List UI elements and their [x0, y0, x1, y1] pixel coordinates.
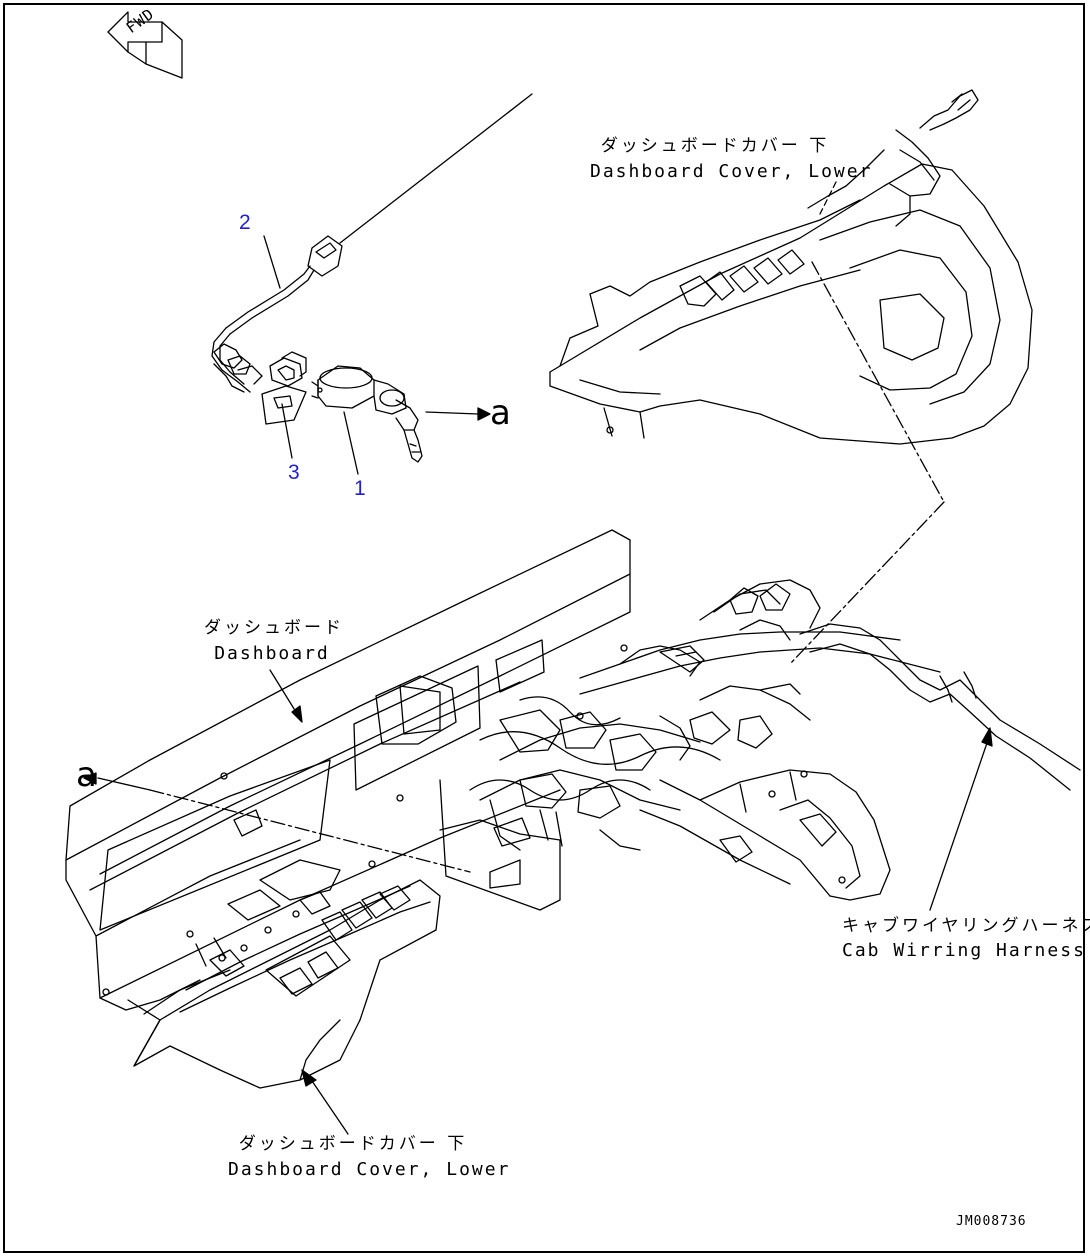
dashboard-label-en: Dashboard: [214, 643, 330, 664]
ref-mark-upper: a: [490, 393, 511, 433]
dashboard-assembly: [65, 529, 1081, 1089]
part-callout-3[interactable]: 3: [288, 461, 300, 484]
harness-label-jp: キャブワイヤリングハーネス: [842, 916, 1090, 936]
ref-arrow-lower: [83, 772, 471, 873]
ref-mark-lower: a: [76, 755, 97, 795]
drawing-frame: [3, 3, 1085, 1253]
harness-leader: [929, 727, 993, 911]
starting-switch-part: [311, 365, 423, 463]
ref-arrow-upper: [425, 407, 491, 421]
part-callout-2[interactable]: 2: [239, 211, 251, 234]
dashboard-label-jp: ダッシュボード: [204, 618, 344, 638]
cover-lower-label-en: Dashboard Cover, Lower: [228, 1159, 511, 1180]
dashboard-leader: [269, 669, 303, 723]
fwd-arrow-icon: [107, 11, 183, 79]
lower-cover-leader: [301, 1069, 349, 1135]
upper-cover-assembly: [549, 89, 1033, 445]
harness-label-en: Cab Wirring Harness: [842, 940, 1086, 961]
part-callout-1[interactable]: 1: [354, 477, 366, 500]
sub-harness-part: [211, 93, 533, 393]
drawing-code: JM008736: [956, 1214, 1027, 1229]
connector-part: [261, 351, 307, 425]
cover-lower-label-jp: ダッシュボードカバー 下: [238, 1134, 468, 1154]
cover-upper-label-en: Dashboard Cover, Lower: [590, 161, 873, 182]
cover-upper-label-jp: ダッシュボードカバー 下: [600, 136, 830, 156]
